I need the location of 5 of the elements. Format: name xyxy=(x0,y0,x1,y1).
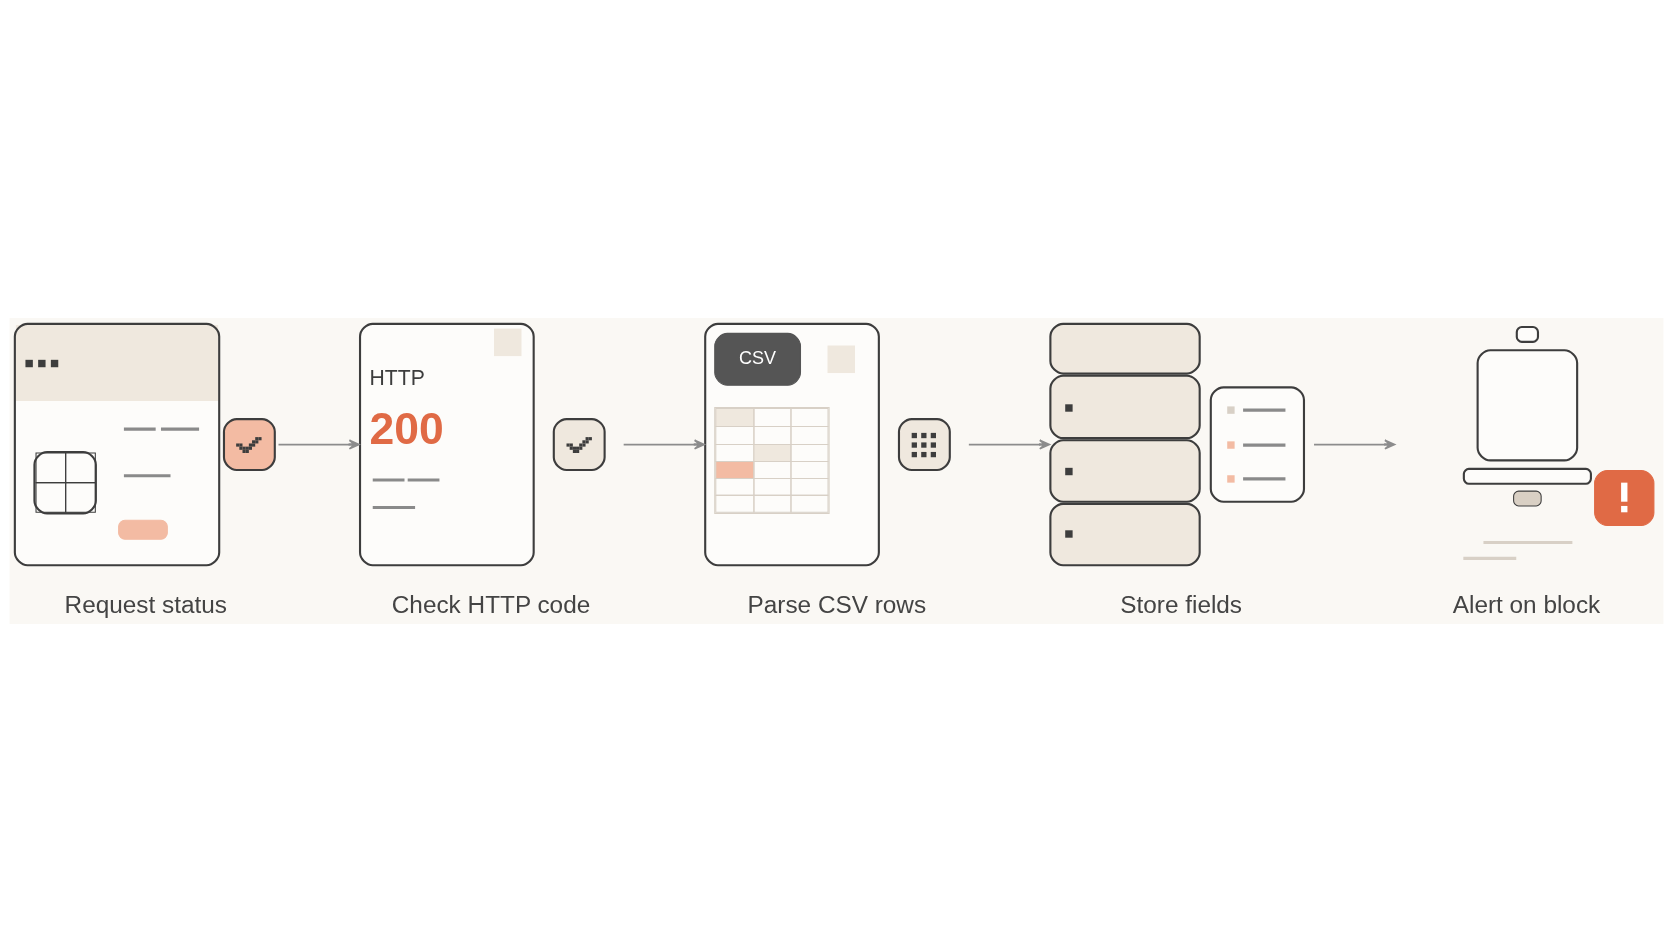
node-label: Parse CSV rows xyxy=(747,590,926,618)
node-label: Request status xyxy=(64,590,227,618)
node-label: Store fields xyxy=(1119,590,1242,618)
node-label: Check HTTP code xyxy=(391,590,590,618)
node-label: Alert on block xyxy=(1452,590,1600,618)
